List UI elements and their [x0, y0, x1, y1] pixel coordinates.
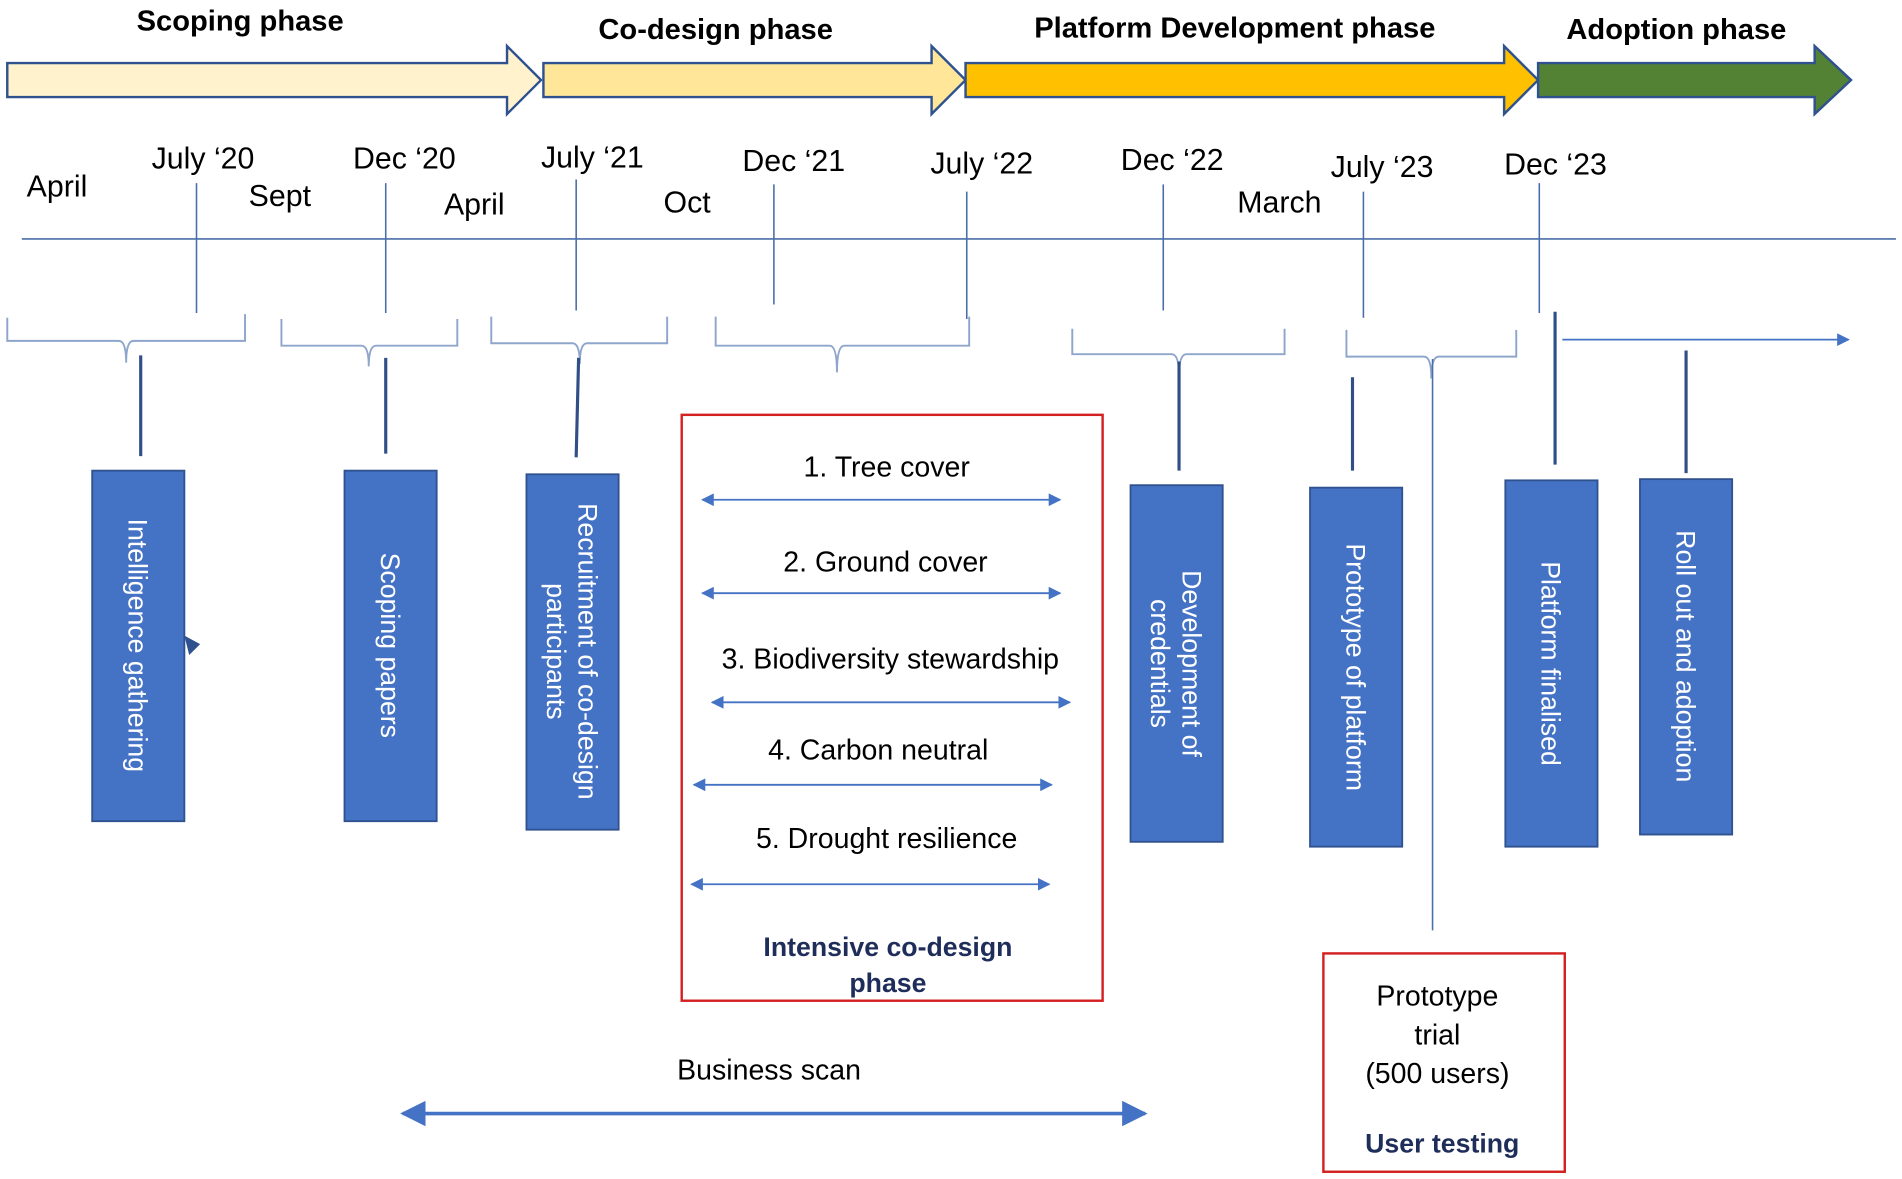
- activity-bar: [1129, 484, 1224, 843]
- activity-label: Scoping papers: [375, 553, 405, 738]
- prototype-trial-box: Prototype trial (500 users) User testing: [1322, 952, 1566, 1173]
- date-label: Oct: [664, 186, 712, 219]
- prototype-trial-text: trial: [1414, 1019, 1460, 1051]
- activity-bar: [91, 469, 186, 823]
- activity-label: Prototype of platform: [1340, 543, 1370, 791]
- period-brace: [280, 319, 459, 367]
- date-label: July ‘23: [1331, 151, 1434, 184]
- phase-label-adoption: Adoption phase: [1566, 14, 1786, 46]
- prototype-trial-text: Prototype: [1376, 981, 1498, 1013]
- codesign-topic: 4. Carbon neutral: [768, 734, 988, 766]
- date-label: Dec ‘22: [1121, 144, 1224, 177]
- activity-bar-recruitment: Recruitment of co-design participants: [525, 473, 620, 831]
- date-label: July ‘22: [930, 147, 1033, 180]
- activity-bar: [1504, 479, 1599, 848]
- activity-bar-intelligence-gathering: Intelligence gathering: [91, 469, 201, 823]
- period-brace: [1345, 329, 1518, 379]
- activity-label: Intelligence gathering: [123, 519, 153, 773]
- bar-marker: [184, 635, 201, 656]
- codesign-topic: 5. Drought resilience: [756, 823, 1017, 855]
- activity-bar: [1639, 478, 1734, 836]
- phase-label-scoping: Scoping phase: [137, 5, 344, 37]
- activity-bar: [343, 469, 438, 823]
- date-label: March: [1237, 186, 1321, 219]
- activity-bar-platform-finalised: Platform finalised: [1504, 479, 1599, 848]
- connector-line: [574, 357, 581, 458]
- period-brace: [714, 316, 971, 373]
- activity-bar: [1309, 486, 1404, 848]
- timeline-axis: [21, 179, 1896, 320]
- codesign-topic: 3. Biodiversity stewardship: [722, 643, 1059, 675]
- activity-bar: [525, 473, 620, 831]
- phase-arrows: [6, 43, 1853, 117]
- phase-label-platform-development: Platform Development phase: [1034, 13, 1435, 45]
- activity-label: Development of: [1177, 570, 1207, 757]
- activity-label: Roll out and adoption: [1670, 530, 1700, 782]
- activity-bars: Intelligence gathering Scoping papers Re…: [91, 469, 1734, 848]
- codesign-title: phase: [849, 968, 926, 998]
- date-label: Sept: [249, 180, 312, 213]
- date-label: April: [27, 171, 88, 204]
- period-brace: [490, 316, 669, 364]
- phase-label-codesign: Co-design phase: [598, 14, 833, 46]
- phase-arrow-adoption: [1536, 43, 1853, 117]
- phase-labels: Scoping phase Co-design phase Platform D…: [137, 5, 1787, 45]
- date-label: April: [444, 189, 505, 222]
- activity-label: Recruitment of co-design: [573, 503, 603, 800]
- period-brace: [6, 314, 246, 363]
- business-scan-label: Business scan: [677, 1055, 861, 1087]
- phase-arrow-codesign: [542, 43, 968, 117]
- user-testing-caption: User testing: [1365, 1128, 1519, 1158]
- prototype-trial-text: (500 users): [1365, 1058, 1509, 1090]
- codesign-title: Intensive co-design: [763, 932, 1012, 962]
- date-label: Dec ‘21: [742, 145, 845, 178]
- codesign-topic: 2. Ground cover: [783, 546, 988, 578]
- activity-bar-credentials: Development of credentials: [1129, 484, 1224, 843]
- date-label: Dec ‘20: [353, 143, 456, 176]
- intensive-codesign-box: 1. Tree cover 2. Ground cover 3. Biodive…: [680, 413, 1104, 1002]
- codesign-topic: 1. Tree cover: [804, 452, 971, 484]
- activity-bar-scoping-papers: Scoping papers: [343, 469, 438, 823]
- date-labels: April July ‘20 Sept Dec ‘20 July ‘21 Apr…: [27, 141, 1607, 221]
- activity-bar-prototype-platform: Prototype of platform: [1309, 486, 1404, 848]
- date-label: Dec ‘23: [1504, 149, 1607, 182]
- connector-lines: [139, 311, 1850, 931]
- prototype-box-border: [1322, 952, 1566, 1173]
- phase-arrow-scoping: [6, 43, 543, 117]
- phase-arrow-platform-development: [964, 43, 1540, 117]
- period-braces: [6, 314, 1518, 379]
- codesign-box-border: [680, 413, 1104, 1002]
- business-scan: Business scan: [400, 1055, 1148, 1127]
- activity-bar-rollout: Roll out and adoption: [1639, 478, 1734, 836]
- activity-label: credentials: [1145, 599, 1175, 728]
- activity-label: Platform finalised: [1536, 561, 1566, 766]
- date-label: July ‘20: [152, 143, 255, 176]
- activity-label: participants: [541, 583, 571, 719]
- date-label: July ‘21: [541, 141, 644, 174]
